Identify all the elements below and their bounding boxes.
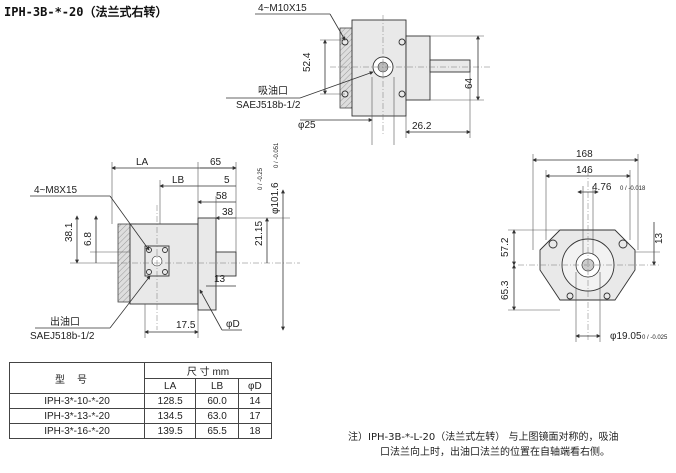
- side-dim-65: 65: [210, 157, 222, 168]
- row-la: 139.5: [143, 423, 197, 439]
- row-lb: 63.0: [195, 408, 239, 424]
- inlet-port-spec: SAEJ518b-1/2: [236, 100, 301, 111]
- front-dim-dia-19-05: φ19.05: [610, 331, 642, 342]
- front-dim-4-76: 4.76: [592, 182, 612, 193]
- page-title: IPH-3B-*-20（法兰式右转）: [4, 4, 167, 19]
- top-view: 4~M10X15 52.4 64 吸油口 SAEJ518b-1/2 φ25 26…: [226, 3, 490, 145]
- footnote: 注）IPH-3B-*-L-20（法兰式左转） 与上图镜面对称的，吸油 口法兰向上…: [348, 430, 668, 460]
- front-dim-57-2: 57.2: [500, 237, 511, 257]
- side-dim-13: 13: [214, 274, 226, 285]
- side-dim-58: 58: [216, 191, 228, 202]
- col-d: φD: [237, 378, 273, 394]
- row-d: 14: [237, 393, 273, 409]
- row-d: 18: [237, 423, 273, 439]
- side-bolts-label: 4~M8X15: [34, 185, 78, 196]
- side-dim-38-1: 38.1: [64, 222, 75, 242]
- table-row: IPH-3*-16-*-20 139.5 65.5 18: [9, 423, 273, 439]
- dims-header: 尺 寸 mm: [144, 362, 272, 379]
- side-dim-38: 38: [222, 207, 234, 218]
- dimension-table: 型号 尺 寸 mm LA LB φD IPH-3*-10-*-20 128.5 …: [9, 362, 273, 439]
- top-dim-26-2: 26.2: [412, 121, 432, 132]
- row-la: 134.5: [143, 408, 197, 424]
- col-lb: LB: [195, 378, 239, 394]
- front-dim-146: 146: [576, 165, 593, 176]
- side-dim-dia-101-6-tol: 0 / -0.051: [274, 142, 280, 168]
- outlet-port-label: 出油口: [50, 315, 80, 328]
- row-model: IPH-3*-16-*-20: [9, 423, 145, 439]
- footnote-line-2: 口法兰向上时，出油口法兰的位置在自轴端看右侧。: [380, 447, 610, 458]
- side-dim-dia-101-6: φ101.6: [270, 182, 281, 214]
- row-model: IPH-3*-10-*-20: [9, 393, 145, 409]
- front-dim-65-3: 65.3: [500, 280, 511, 300]
- top-dim-64: 64: [464, 77, 475, 89]
- front-dim-4-76-tol: 0 / -0.018: [620, 186, 646, 192]
- table-row: IPH-3*-10-*-20 128.5 60.0 14: [9, 393, 273, 409]
- inlet-port-label: 吸油口: [258, 84, 288, 97]
- side-dim-dia-d: φD: [226, 319, 240, 330]
- row-d: 17: [237, 408, 273, 424]
- top-dim-52-4: 52.4: [302, 52, 313, 72]
- side-dim-6-8: 6.8: [83, 232, 94, 246]
- top-bolts-label: 4~M10X15: [258, 3, 307, 14]
- table-row: IPH-3*-13-*-20 134.5 63.0 17: [9, 408, 273, 424]
- row-lb: 60.0: [195, 393, 239, 409]
- side-dim-17-5: 17.5: [176, 320, 196, 331]
- front-dim-13: 13: [654, 232, 665, 244]
- row-lb: 65.5: [195, 423, 239, 439]
- side-view: LA 65 LB 5 58 38 21.15 0 / -0.25 φ101.6 …: [30, 142, 300, 342]
- front-dim-dia-19-05-tol: 0 / -0.025: [642, 335, 668, 341]
- col-la: LA: [143, 378, 197, 394]
- footnote-line-1: 注）IPH-3B-*-L-20（法兰式左转） 与上图镜面对称的，吸油: [348, 432, 619, 443]
- row-model: IPH-3*-13-*-20: [9, 408, 145, 424]
- side-dim-5: 5: [224, 175, 230, 186]
- top-dim-dia-25: φ25: [298, 120, 316, 131]
- side-dim-lb: LB: [172, 175, 185, 186]
- front-dim-168: 168: [576, 149, 593, 160]
- side-dim-la: LA: [136, 157, 149, 168]
- front-view: 168 146 4.76 0 / -0.018 57.2 65.3 13 φ19…: [500, 149, 668, 342]
- row-la: 128.5: [143, 393, 197, 409]
- side-dim-21-15-tol: 0 / -0.25: [258, 167, 264, 190]
- side-dim-21-15: 21.15: [254, 221, 265, 246]
- outlet-port-spec: SAEJ518b-1/2: [30, 331, 95, 342]
- model-header: 型号: [9, 362, 145, 394]
